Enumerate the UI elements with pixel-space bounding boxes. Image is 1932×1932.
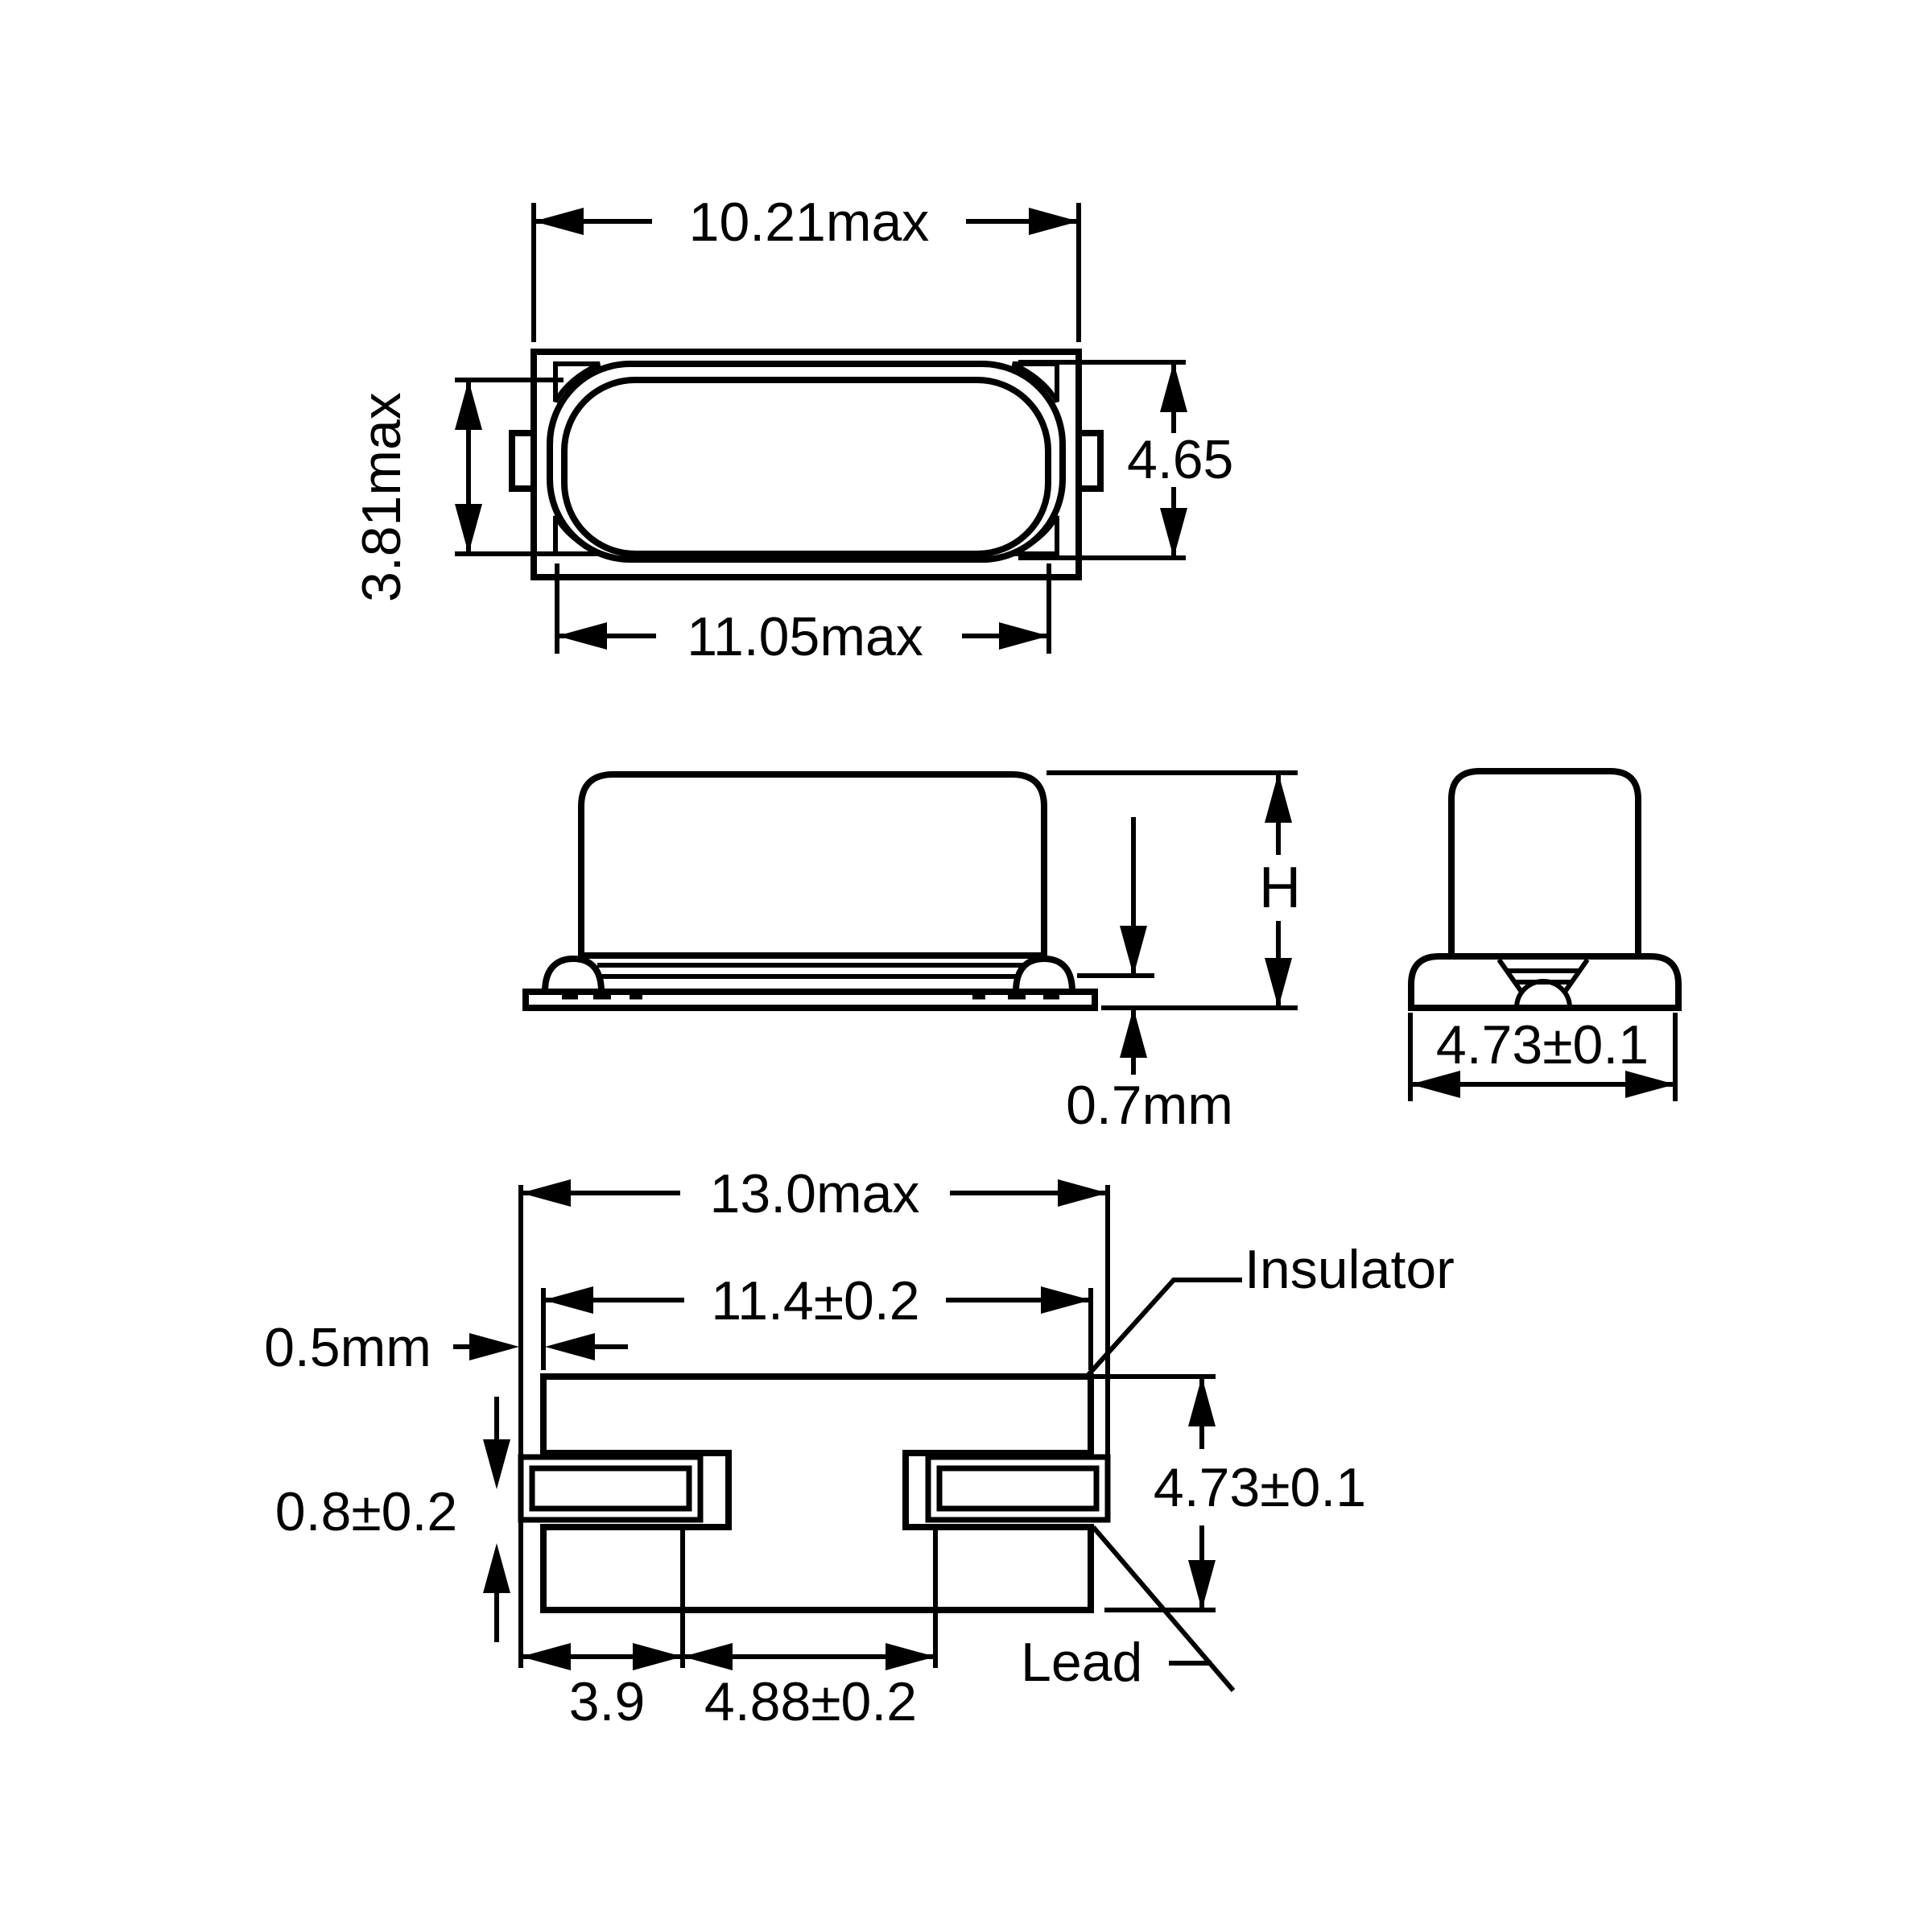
bottom-view-right-lead-inner [936, 1465, 1100, 1512]
arrow-left-icon [1410, 1071, 1460, 1098]
arrow-right-icon [999, 622, 1049, 650]
corner-mark-bottom-right [1011, 514, 1059, 556]
dim-insulator-length: 11.4±0.2 [543, 1270, 1091, 1331]
dim-label-case-height: 4.65 [1127, 429, 1233, 490]
dim-lead-protrusion: 0.5mm [264, 1317, 628, 1378]
dim-label-insulator-width: 4.73±0.1 [1154, 1457, 1366, 1518]
arrow-left-icon [683, 1643, 733, 1670]
dim-label-insulator-length: 11.4±0.2 [711, 1270, 919, 1331]
end-view-can [1448, 768, 1641, 956]
side-view-right-lead-bump [1012, 955, 1076, 995]
arrow-left-icon [521, 1643, 571, 1670]
top-view-stadium-outer [547, 361, 1066, 563]
top-view-right-pad-tab [1075, 430, 1104, 492]
dim-height-H: H [1046, 770, 1301, 1010]
arrow-down-icon [1188, 1560, 1216, 1610]
arrow-right-icon [886, 1643, 935, 1670]
insulator-leader-line [1084, 1278, 1242, 1379]
bottom-view-right-lead-outer [925, 1454, 1111, 1523]
side-view-base-plate [522, 989, 1098, 1011]
arrow-left-icon [521, 1179, 571, 1207]
dim-label-lead-thickness: 0.8±0.2 [275, 1481, 457, 1542]
arrow-up-icon [483, 1543, 510, 1593]
end-view-crimp-marks [1496, 958, 1590, 1009]
dim-case-height: 4.65 [1018, 360, 1233, 560]
arrow-up-icon [1265, 773, 1292, 823]
arrow-up-icon [1188, 1377, 1216, 1426]
bottom-view-left-lead-inner [529, 1465, 692, 1512]
top-view-left-pad-tab [509, 430, 537, 492]
dim-label-base-thickness: 0.7mm [1066, 1075, 1233, 1136]
bottom-view: 13.0max 11.4±0.2 0.5mm 0.8±0.2 [264, 1163, 1455, 1732]
arrow-right-icon [1029, 208, 1079, 235]
dim-bottom-width: 11.05max [555, 564, 1051, 667]
dim-lead-spacing: 3.9 4.88±0.2 [521, 1643, 935, 1732]
arrow-right-icon [1041, 1286, 1091, 1314]
bottom-view-left-lead-outer [518, 1454, 704, 1523]
corner-mark-top-left [553, 361, 601, 403]
dim-label-lead-gap: 4.88±0.2 [704, 1671, 917, 1732]
arrow-right-icon [469, 1333, 519, 1360]
lead-callout: Lead [1021, 1525, 1236, 1693]
dim-end-width: 4.73±0.1 [1408, 1013, 1678, 1101]
end-view: 4.73±0.1 [1408, 768, 1682, 1101]
arrow-up-icon [1160, 362, 1187, 412]
dim-label-inner-height: 3.81max [351, 392, 412, 602]
arrow-down-icon [1120, 926, 1147, 976]
arrow-up-icon [455, 380, 482, 430]
arrow-left-icon [543, 1286, 593, 1314]
dim-label-lead-protrusion: 0.5mm [264, 1317, 431, 1378]
arrow-left-icon [534, 208, 584, 235]
arrow-down-icon [1160, 508, 1187, 558]
arrow-left-icon [557, 622, 607, 650]
dim-label-overall-length: 13.0max [710, 1163, 920, 1224]
arrow-down-icon [1265, 958, 1292, 1008]
corner-mark-top-right [1011, 361, 1059, 403]
side-view-can [578, 771, 1047, 958]
dim-label-end-width: 4.73±0.1 [1436, 1014, 1649, 1075]
arrow-right-icon [633, 1643, 683, 1670]
side-view-left-lead-bump [541, 955, 605, 995]
corner-mark-bottom-left [553, 514, 601, 556]
end-view-center-bump [1514, 979, 1572, 1009]
arrow-down-icon [455, 504, 482, 554]
arrow-down-icon [483, 1439, 510, 1489]
dim-label-top-width: 10.21max [689, 192, 930, 253]
side-view: H 0.7mm [522, 770, 1301, 1136]
arrow-up-icon [1120, 1008, 1147, 1058]
arrow-left-icon [545, 1333, 595, 1360]
bottom-view-insulator-body [540, 1373, 1094, 1613]
dim-base-thickness: 0.7mm [1066, 817, 1233, 1136]
arrow-right-icon [1625, 1071, 1675, 1098]
dim-label-bottom-width: 11.05max [687, 606, 923, 667]
top-view: 10.21max 3.81max 4.65 [351, 192, 1233, 667]
dim-lead-thickness: 0.8±0.2 [275, 1397, 510, 1642]
dim-label-lead-length: 3.9 [569, 1671, 646, 1732]
dim-overall-length: 13.0max [521, 1163, 1108, 1224]
insulator-callout: Insulator [1084, 1239, 1455, 1379]
insulator-label: Insulator [1245, 1239, 1455, 1300]
top-view-stadium-inner [561, 377, 1051, 557]
dim-insulator-width: 4.73±0.1 [1154, 1377, 1366, 1610]
dim-inner-height: 3.81max [351, 378, 564, 602]
lead-label: Lead [1021, 1632, 1142, 1693]
dim-top-width: 10.21max [531, 192, 1081, 342]
bottom-view-extension-lines [518, 1185, 1216, 1668]
dim-label-height-H: H [1259, 856, 1301, 920]
arrow-right-icon [1058, 1179, 1108, 1207]
